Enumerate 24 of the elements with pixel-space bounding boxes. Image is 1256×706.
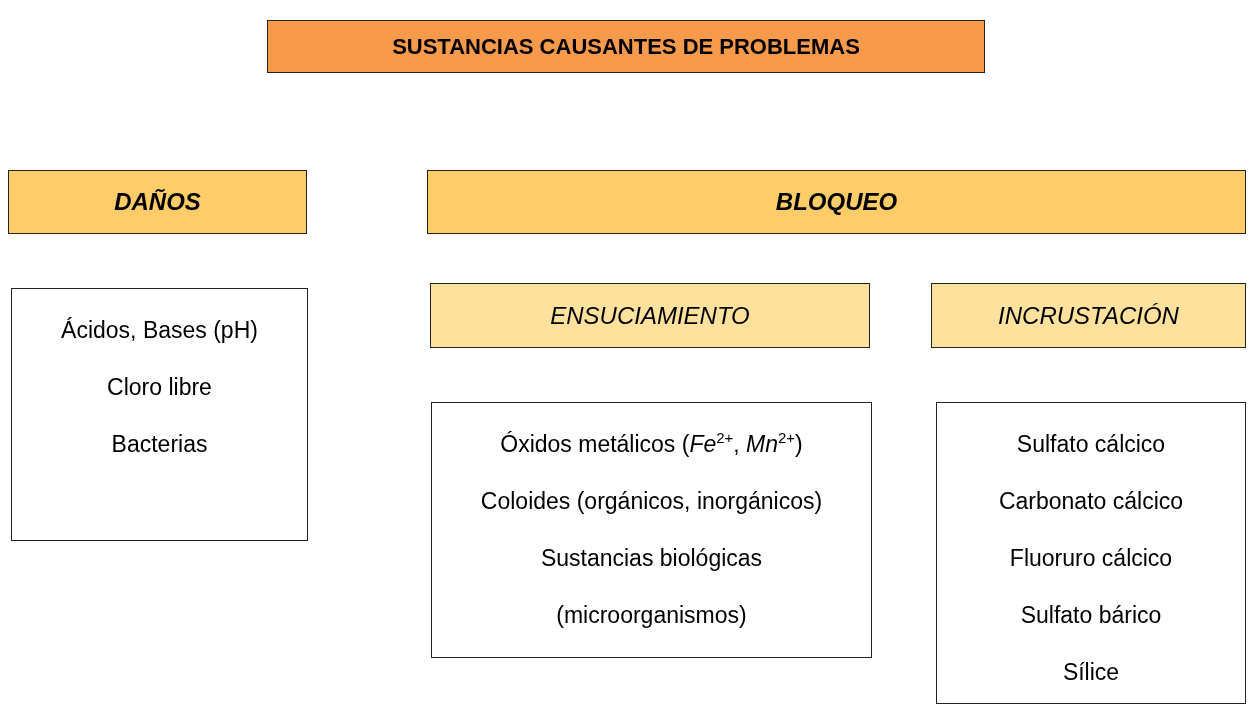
- list-item: Cloro libre: [107, 373, 212, 402]
- box-label: SUSTANCIAS CAUSANTES DE PROBLEMAS: [392, 32, 860, 61]
- subcategory-box: [430, 283, 870, 348]
- box-label: ENSUCIAMIENTO: [550, 300, 750, 331]
- box-label: INCRUSTACIÓN: [998, 300, 1179, 331]
- list-item: Carbonato cálcico: [998, 487, 1184, 516]
- header-box: [267, 20, 985, 73]
- list-item: Ácidos, Bases (pH): [61, 316, 258, 345]
- box-label: BLOQUEO: [775, 187, 898, 217]
- list-item: Óxidos metálicos (Fe$^{2+}$, Mn$^{2+}$): [500, 428, 803, 459]
- list-item: Sílice: [1062, 658, 1120, 687]
- list-item: Fluoruro cálcico: [1009, 544, 1173, 573]
- list-box: [936, 402, 1246, 704]
- list-item: Coloides (orgánicos, inorgánicos): [480, 487, 823, 516]
- category-box: [427, 170, 1246, 234]
- list-box: [431, 402, 872, 658]
- list-box: [11, 288, 308, 541]
- list-item: Sustancias biológicas (microorganismos): [539, 544, 764, 630]
- list-item: Bacterias: [111, 430, 208, 459]
- category-box: [8, 170, 307, 234]
- list-item: Sulfato bárico: [1020, 601, 1162, 630]
- subcategory-box: [931, 283, 1246, 348]
- list-item: Sulfato cálcico: [1016, 430, 1166, 459]
- box-label: DAÑOS: [114, 187, 201, 217]
